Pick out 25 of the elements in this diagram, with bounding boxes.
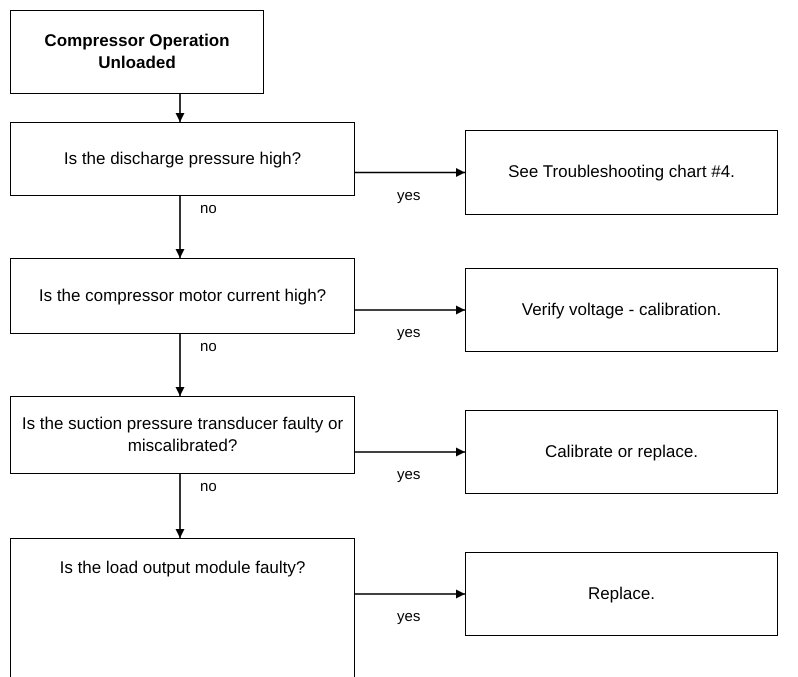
action-box — [465, 268, 778, 352]
arrow — [176, 474, 184, 538]
action-box — [465, 410, 778, 494]
question-box — [10, 258, 355, 334]
question-box — [10, 396, 355, 474]
box-text: Is the discharge pressure high? — [64, 148, 302, 170]
start-box — [10, 10, 264, 94]
box-text: Compressor Operation Unloaded — [43, 30, 231, 74]
arrow — [355, 590, 465, 598]
arrow — [176, 334, 184, 396]
arrow — [176, 94, 184, 122]
action-box — [465, 130, 778, 215]
arrow — [176, 196, 184, 258]
action-box — [465, 552, 778, 636]
arrow — [355, 306, 465, 314]
box-text: Replace. — [588, 582, 656, 605]
arrow — [355, 448, 465, 456]
box-text: Is the compressor motor current high? — [38, 284, 326, 307]
box-text: Is the suction pressure transducer faulty or miscalibrated? — [21, 412, 344, 457]
arrow — [355, 168, 465, 177]
box-text: See Troubleshooting chart #4. — [508, 161, 735, 184]
box-text: Is the load output module faulty? — [60, 557, 306, 579]
box-text: Verify voltage - calibration. — [522, 298, 722, 321]
box-text: Calibrate or replace. — [544, 440, 698, 463]
question-box — [10, 122, 355, 196]
